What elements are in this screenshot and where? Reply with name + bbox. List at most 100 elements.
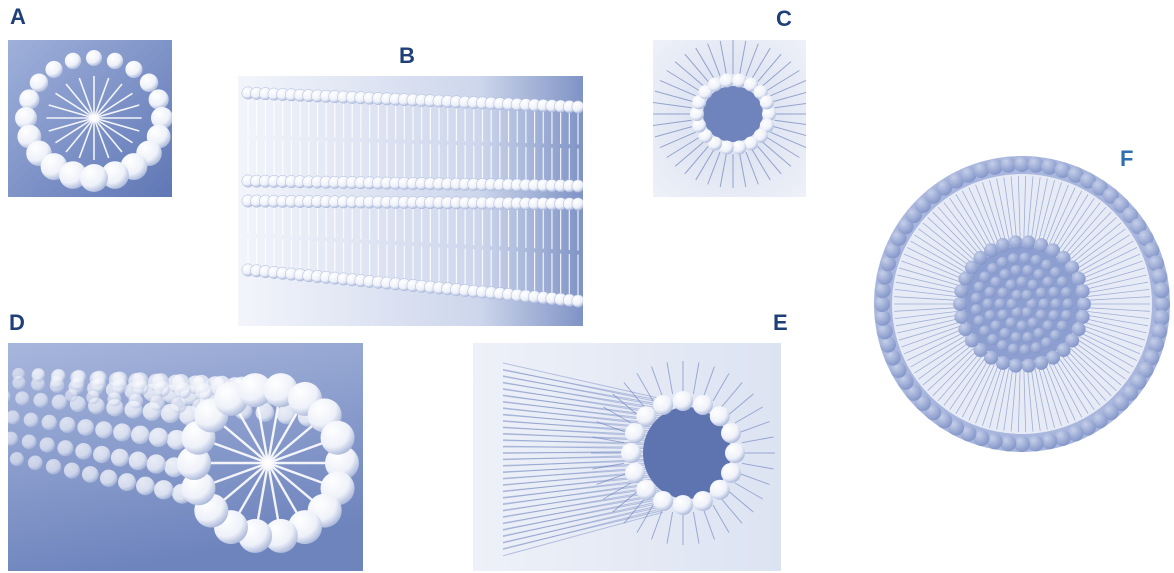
lipid-head <box>1017 321 1028 332</box>
lipid-head <box>572 295 583 307</box>
lipid-head <box>1061 287 1072 298</box>
panel-label-b: B <box>399 45 415 67</box>
liposome-illustration <box>870 152 1174 457</box>
lipid-head <box>983 299 994 310</box>
lipid-head <box>997 257 1008 268</box>
lipid-head <box>154 480 173 499</box>
lipid-head <box>721 423 741 443</box>
lipid-head <box>1057 321 1068 332</box>
lipid-head <box>762 107 776 121</box>
lipid-head <box>80 164 108 192</box>
lipid-head <box>954 310 968 324</box>
panel-label-e: E <box>773 312 788 334</box>
lipid-head <box>636 480 656 500</box>
lipid-head <box>954 284 968 298</box>
lipid-head <box>693 491 713 511</box>
lipid-head <box>30 73 48 91</box>
lipid-head <box>1061 310 1072 321</box>
lipid-head <box>131 426 150 445</box>
lipid-head <box>107 53 123 69</box>
lipid-head <box>673 495 693 515</box>
lipid-head <box>1008 344 1019 355</box>
lipid-head <box>33 393 48 408</box>
lipid-head <box>1043 277 1054 288</box>
inverted-cylinder-panel <box>473 343 781 571</box>
lipid-head <box>1019 344 1030 355</box>
cylindrical-micelle-panel <box>8 343 363 571</box>
lipid-head <box>710 406 730 426</box>
inverted-micelle-panel <box>653 40 806 197</box>
liposome-panel <box>870 152 1174 457</box>
lipid-head <box>1014 436 1030 452</box>
lipid-head <box>86 391 99 404</box>
lipid-head <box>22 434 37 449</box>
panel-label-c: C <box>776 8 792 30</box>
lipid-head <box>1009 235 1023 249</box>
lipid-head <box>1153 310 1169 326</box>
lipid-head <box>28 456 43 471</box>
lipid-head <box>1036 310 1047 321</box>
bilayer-stack-illustration <box>238 76 583 326</box>
lipid-head <box>1017 277 1028 288</box>
lipid-head <box>572 101 583 113</box>
lipid-head <box>1050 267 1061 278</box>
lipid-head <box>974 282 985 293</box>
lipid-head <box>1039 299 1050 310</box>
lipid-head <box>1022 265 1033 276</box>
lipid-head <box>147 454 166 473</box>
lipid-head <box>1153 282 1169 298</box>
lipid-head <box>171 397 187 413</box>
lipid-head <box>1006 279 1017 290</box>
inverted-micelle-illustration <box>653 40 806 197</box>
micelle-panel <box>8 40 172 197</box>
lipid-head <box>59 417 75 433</box>
lipid-head <box>877 269 893 285</box>
lipid-head <box>875 310 891 326</box>
lipid-head <box>82 466 99 483</box>
lipid-head <box>140 73 158 91</box>
lipid-head <box>1034 328 1045 339</box>
lipid-head <box>1034 269 1045 280</box>
lipid-head <box>1021 235 1035 249</box>
lipid-head <box>1057 276 1068 287</box>
lipid-head <box>1000 328 1011 339</box>
lipid-head <box>1048 287 1059 298</box>
lipid-head <box>692 119 706 133</box>
lipid-head <box>118 473 136 491</box>
lipid-head <box>150 395 165 410</box>
lipid-head <box>979 326 990 337</box>
lipid-head <box>974 315 985 326</box>
lipid-head <box>12 368 25 381</box>
lipid-head <box>15 391 29 405</box>
lipid-head <box>1041 433 1057 449</box>
lipid-head <box>52 394 67 409</box>
lipid-head <box>625 463 645 483</box>
lipid-head <box>877 323 893 339</box>
lipid-head <box>195 383 212 400</box>
lipid-head <box>1014 156 1030 172</box>
lipid-head <box>1050 330 1061 341</box>
lipid-head <box>1008 253 1019 264</box>
lipid-head <box>1011 265 1022 276</box>
lipid-head <box>1077 297 1091 311</box>
lipid-head <box>51 375 64 388</box>
lipid-head <box>1036 288 1047 299</box>
lipid-head <box>1031 342 1042 353</box>
lipid-head <box>19 89 39 109</box>
lipid-head <box>10 452 24 466</box>
lipid-head <box>990 277 1001 288</box>
lipid-head <box>71 377 84 390</box>
lipid-head <box>880 337 896 353</box>
lipid-head <box>321 421 355 455</box>
lipid-head <box>113 379 128 394</box>
lipid-head <box>1048 310 1059 321</box>
lipid-head <box>154 381 170 397</box>
lipid-head <box>760 95 774 109</box>
lipid-head <box>1028 318 1039 329</box>
lipid-head <box>100 470 117 487</box>
lipid-head <box>690 107 704 121</box>
lipid-head <box>65 389 78 402</box>
lipid-head <box>732 140 746 154</box>
lipid-head <box>693 395 713 415</box>
lipid-head <box>721 463 741 483</box>
